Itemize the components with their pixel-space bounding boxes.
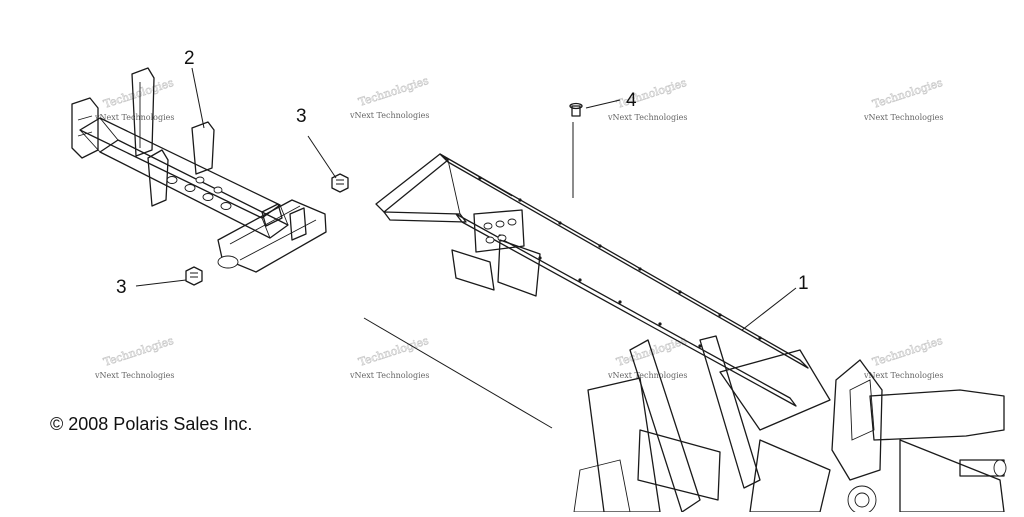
svg-text:Technologies: Technologies <box>102 76 176 111</box>
frame-holes <box>478 176 762 348</box>
svg-text:vNext Technologies: vNext Technologies <box>607 371 687 380</box>
svg-text:vNext Technologies: vNext Technologies <box>607 113 687 122</box>
bolt-part <box>185 266 203 286</box>
svg-text:vNext Technologies: vNext Technologies <box>349 111 429 120</box>
svg-text:Technologies: Technologies <box>357 334 431 369</box>
plug-part <box>569 102 583 117</box>
svg-text:vNext Technologies: vNext Technologies <box>349 371 429 380</box>
svg-text:vNext Technologies: vNext Technologies <box>863 113 943 122</box>
svg-text:vNext Technologies: vNext Technologies <box>863 371 943 380</box>
watermark: Technologies vNext Technologies <box>863 334 945 380</box>
leader-lines <box>135 67 797 429</box>
front-subframe-part <box>71 67 327 273</box>
watermark: Technologies vNext Technologies <box>607 76 689 122</box>
svg-text:Technologies: Technologies <box>102 334 176 369</box>
callout-3-upper: 3 <box>296 106 307 127</box>
watermark: Technologies vNext Technologies <box>94 334 176 380</box>
watermark: Technologies vNext Technologies <box>349 334 431 380</box>
svg-text:vNext Technologies: vNext Technologies <box>94 371 174 380</box>
callout-1: 1 <box>798 273 809 294</box>
watermark: Technologies vNext Technologies <box>349 74 431 120</box>
copyright-notice: © 2008 Polaris Sales Inc. <box>50 414 253 434</box>
main-frame-part <box>375 153 1007 515</box>
watermark-group: Technologies vNext Technologies Technolo… <box>94 74 945 380</box>
callout-4: 4 <box>626 90 637 111</box>
watermark: Technologies vNext Technologies <box>94 76 176 122</box>
bolt-part <box>331 173 349 193</box>
svg-text:Technologies: Technologies <box>871 76 945 111</box>
callout-3-lower: 3 <box>116 277 127 298</box>
callout-2: 2 <box>184 48 195 69</box>
svg-text:Technologies: Technologies <box>357 74 431 109</box>
svg-text:Technologies: Technologies <box>871 334 945 369</box>
watermark: Technologies vNext Technologies <box>863 76 945 122</box>
